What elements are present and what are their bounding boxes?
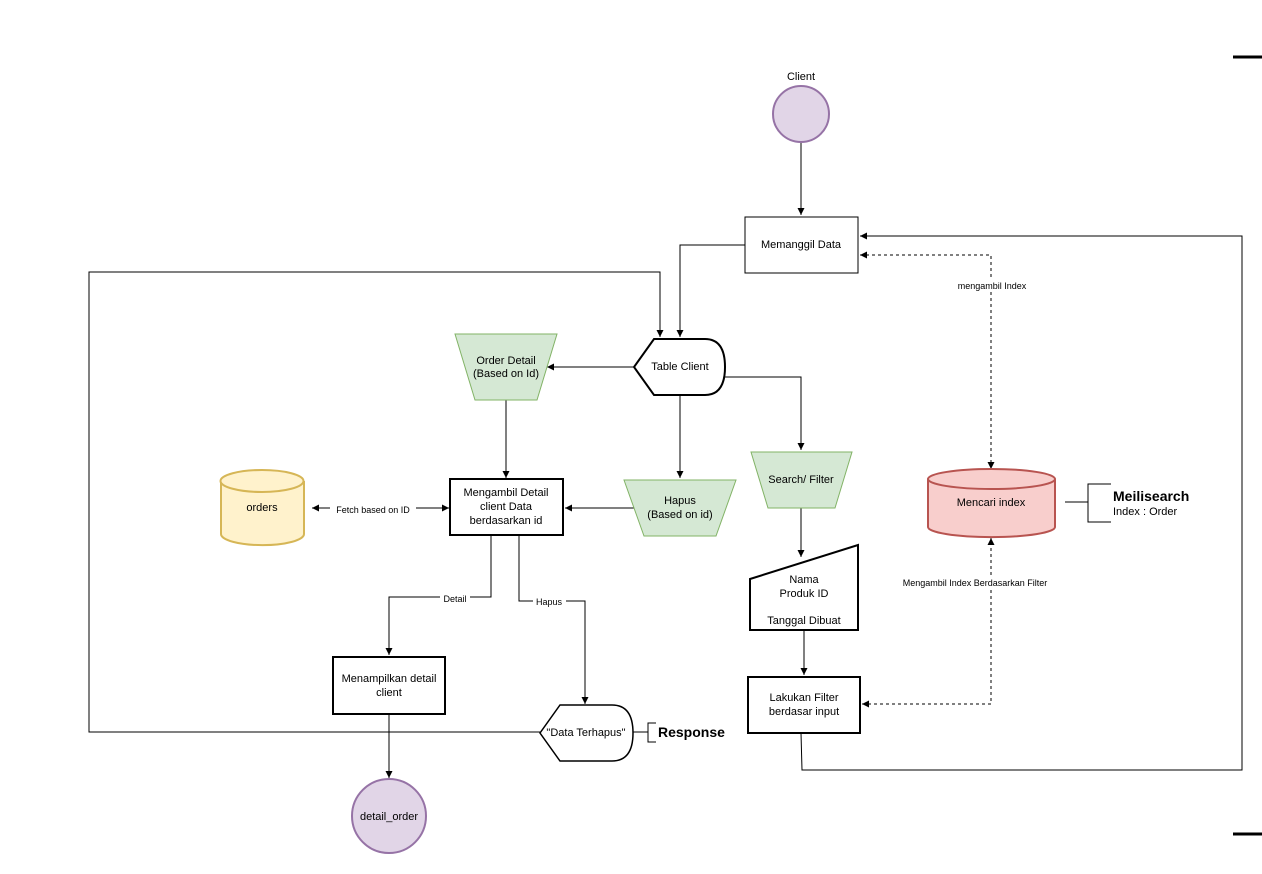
edge-label-mengambil-index: mengambil Index: [958, 281, 1027, 291]
mengambil-detail-line1: Mengambil Detail: [464, 487, 549, 499]
table-client-node: [632, 338, 727, 396]
mengambil-detail-line2: client Data: [480, 501, 533, 513]
edges: [88, 142, 1243, 778]
lakukan-filter-line2: berdasar input: [769, 706, 839, 718]
order-detail-node: [454, 333, 558, 401]
lakukan-filter-node: [747, 676, 861, 734]
response-bracket: [647, 722, 656, 743]
data-terhapus-node: [539, 704, 634, 762]
input-field-produk-id: Produk ID: [780, 588, 829, 600]
order-detail-line1: Order Detail: [476, 355, 535, 367]
edge-filter-index: [862, 538, 995, 708]
edge-memanggil-table: [676, 244, 745, 337]
mengambil-detail-node: [449, 478, 564, 536]
edge-label-fetch: Fetch based on ID: [336, 505, 410, 515]
meilisearch-subtitle: Index : Order: [1113, 506, 1178, 518]
mengambil-detail-line3: berdasarkan id: [470, 515, 543, 527]
dashed-edges: [860, 251, 995, 708]
edge-label-hapus: Hapus: [536, 597, 563, 607]
search-filter-label: Search/ Filter: [768, 474, 834, 486]
data-terhapus-label: "Data Terhapus": [546, 727, 625, 739]
input-fields-node: [749, 543, 859, 631]
orders-label: orders: [246, 502, 278, 514]
search-filter-node: [750, 451, 853, 509]
edge-filter-memanggil-loop: [800, 232, 1243, 771]
input-field-nama: Nama: [789, 574, 819, 586]
menampilkan-detail-line1: Menampilkan detail: [342, 673, 437, 685]
hapus-line1: Hapus: [664, 495, 696, 507]
edge-terhapus-table-loop: [88, 271, 664, 733]
menampilkan-detail-line2: client: [376, 687, 402, 699]
edge-table-search: [724, 376, 805, 450]
edge-memanggil-index: [860, 251, 995, 469]
edge-label-detail: Detail: [443, 594, 466, 604]
input-field-tanggal: Tanggal Dibuat: [767, 615, 840, 627]
detail-order-label: detail_order: [360, 811, 418, 823]
orders-node: [219, 469, 305, 547]
mencari-index-label: Mencari index: [957, 497, 1026, 509]
lakukan-filter-line1: Lakukan Filter: [769, 692, 838, 704]
memanggil-data-label: Memanggil Data: [761, 239, 842, 251]
edge-labels: mengambil Index Fetch based on ID Mengam…: [330, 279, 1060, 608]
memanggil-data-node: [744, 216, 859, 274]
detail-order-node: [351, 778, 427, 854]
meilisearch-title: Meilisearch: [1113, 488, 1189, 504]
hapus-node: [623, 479, 737, 537]
table-client-label: Table Client: [651, 361, 708, 373]
response-label: Response: [658, 724, 725, 740]
hapus-line2: (Based on id): [647, 509, 712, 521]
menampilkan-detail-node: [332, 656, 446, 715]
order-detail-line2: (Based on Id): [473, 368, 539, 380]
meili-bracket: [1087, 483, 1111, 523]
client-node: [772, 85, 830, 143]
edge-hapus-branch: [518, 536, 589, 704]
edge-label-mengambil-filter: Mengambil Index Berdasarkan Filter: [903, 578, 1048, 588]
mencari-index-node: [927, 468, 1056, 539]
client-label: Client: [787, 71, 815, 83]
